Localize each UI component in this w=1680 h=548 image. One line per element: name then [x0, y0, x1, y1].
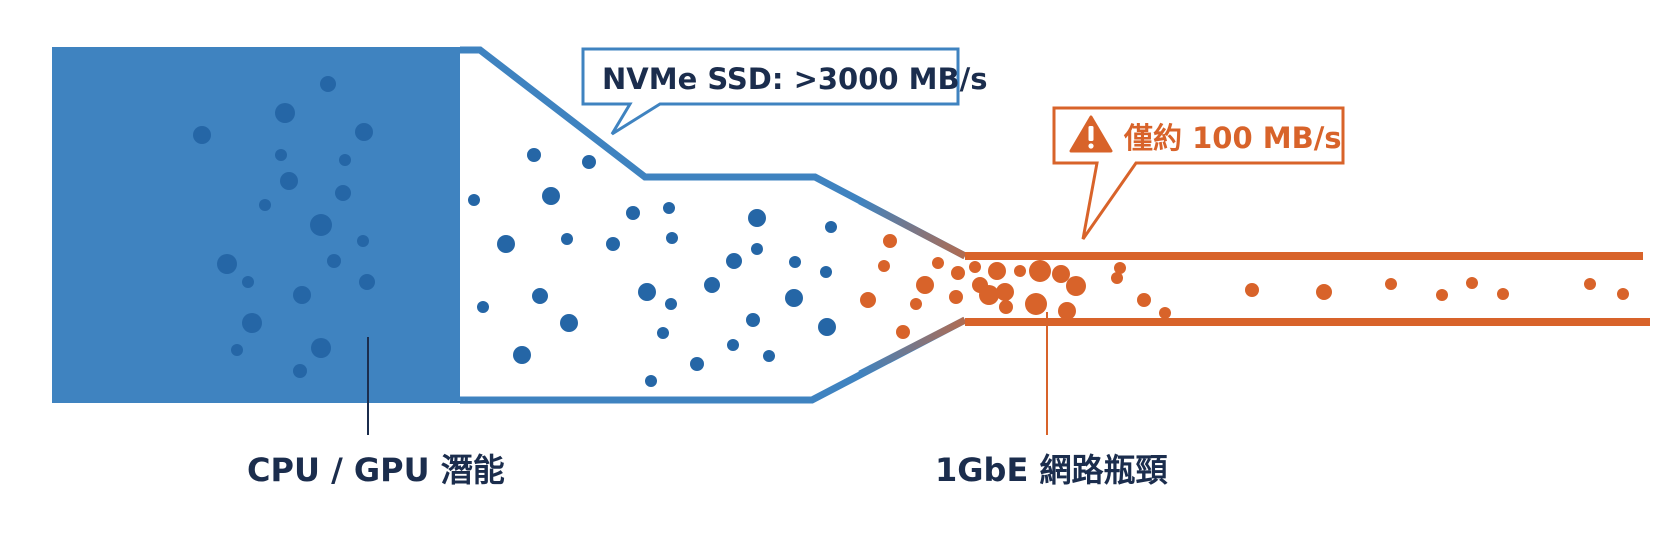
particle: [726, 253, 742, 269]
bottleneck-particles: [860, 234, 1629, 339]
particle: [311, 338, 331, 358]
warning-callout: 僅約 100 MB/s: [1052, 106, 1345, 240]
particle: [355, 123, 373, 141]
particle: [785, 289, 803, 307]
particle: [582, 155, 596, 169]
particle: [1025, 293, 1047, 315]
particle: [1029, 260, 1051, 282]
particle: [1617, 288, 1629, 300]
particle: [666, 232, 678, 244]
particle: [896, 325, 910, 339]
particle: [1058, 302, 1076, 320]
particle: [275, 149, 287, 161]
cpu-particles: [193, 76, 375, 378]
particle: [335, 185, 351, 201]
particle: [969, 261, 981, 273]
particle: [988, 262, 1006, 280]
particle: [497, 235, 515, 253]
particle: [339, 154, 351, 166]
particle: [1245, 283, 1259, 297]
particle: [825, 221, 837, 233]
particle: [231, 344, 243, 356]
particle: [763, 350, 775, 362]
particle: [665, 298, 677, 310]
particle: [657, 327, 669, 339]
particle: [951, 266, 965, 280]
particle: [818, 318, 836, 336]
particle: [638, 283, 656, 301]
nvme-callout-text: NVMe SSD: >3000 MB/s: [602, 62, 988, 96]
particle: [690, 357, 704, 371]
particle: [916, 276, 934, 294]
particle: [663, 202, 675, 214]
particle: [746, 313, 760, 327]
particle: [1497, 288, 1509, 300]
particle: [751, 243, 763, 255]
particle: [357, 235, 369, 247]
particle: [979, 285, 999, 305]
particle: [561, 233, 573, 245]
particle: [320, 76, 336, 92]
particle: [1385, 278, 1397, 290]
particle: [1584, 278, 1596, 290]
particle: [1436, 289, 1448, 301]
bottleneck-label: 1GbE 網路瓶頸: [935, 451, 1167, 489]
particle: [513, 346, 531, 364]
particle: [606, 237, 620, 251]
particle: [860, 292, 876, 308]
particle: [327, 254, 341, 268]
particle: [1111, 272, 1123, 284]
particle: [727, 339, 739, 351]
particle: [359, 274, 375, 290]
particle: [560, 314, 578, 332]
particle: [789, 256, 801, 268]
particle: [1159, 307, 1171, 319]
cpu-gpu-label: CPU / GPU 潛能: [247, 451, 505, 489]
cpu-gpu-block: [52, 47, 460, 403]
particle: [217, 254, 237, 274]
particle: [820, 266, 832, 278]
particle: [293, 364, 307, 378]
particle: [883, 234, 897, 248]
particle: [996, 283, 1014, 301]
particle: [1466, 277, 1478, 289]
particle: [999, 300, 1013, 314]
particle: [949, 290, 963, 304]
particle: [532, 288, 548, 304]
particle: [626, 206, 640, 220]
particle: [280, 172, 298, 190]
particle: [310, 214, 332, 236]
particle: [468, 194, 480, 206]
particle: [542, 187, 560, 205]
warning-callout-text: 僅約 100 MB/s: [1123, 121, 1342, 155]
particle: [645, 375, 657, 387]
particle: [193, 126, 211, 144]
particle: [1066, 276, 1086, 296]
warning-triangle-icon: [1069, 115, 1113, 153]
particle: [1052, 265, 1070, 283]
particle: [748, 209, 766, 227]
particle: [932, 257, 944, 269]
particle: [275, 103, 295, 123]
particle: [477, 301, 489, 313]
particle: [1137, 293, 1151, 307]
particle: [704, 277, 720, 293]
particle: [242, 313, 262, 333]
particle: [1114, 262, 1126, 274]
particle: [293, 286, 311, 304]
nvme-callout: NVMe SSD: >3000 MB/s: [581, 47, 988, 136]
particle: [242, 276, 254, 288]
particle: [259, 199, 271, 211]
particle: [910, 298, 922, 310]
particle: [1316, 284, 1332, 300]
particle: [1014, 265, 1026, 277]
particle: [878, 260, 890, 272]
data-particles: [468, 148, 837, 387]
particle: [527, 148, 541, 162]
